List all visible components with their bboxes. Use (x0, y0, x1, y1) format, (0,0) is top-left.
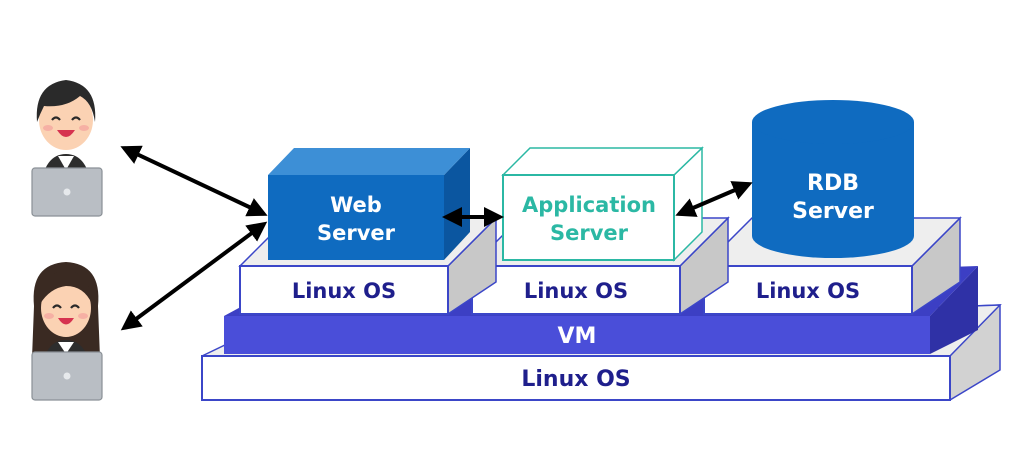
web-server-top (268, 148, 470, 175)
user-2-cheek-left (44, 313, 54, 319)
arrow-user2-web (120, 221, 268, 331)
rdb-server-label-line1: RDB (807, 171, 859, 196)
user-1-cheek-left (43, 125, 53, 131)
app-server-front (502, 174, 675, 261)
guest-os-3-label: Linux OS (756, 279, 860, 303)
user-1-cheek-right (79, 125, 89, 131)
user-1-laptop-logo (63, 188, 71, 196)
guest-os-1-front (239, 265, 449, 315)
guest-os-1-label: Linux OS (292, 279, 396, 303)
host-os-front (201, 355, 951, 401)
app-server-label-line1: Application (522, 193, 656, 217)
user-2-eye-left (52, 304, 62, 309)
web-server-label-line2: Server (317, 221, 396, 245)
vm-label: VM (558, 324, 597, 349)
user-2-collar (58, 342, 74, 354)
user-1-mouth (57, 130, 75, 137)
web-server-front (268, 175, 444, 260)
user-icon (31, 262, 103, 401)
rdb-server-cylinder: RDB Server (752, 100, 914, 258)
guest-os-2-label: Linux OS (524, 279, 628, 303)
user-2-face (41, 279, 91, 337)
arrow-user1-web (120, 145, 268, 217)
app-server-label-line2: Server (550, 221, 629, 245)
user-1-hair (36, 80, 96, 122)
user-icon (31, 80, 103, 217)
rdb-server-label-line2: Server (792, 199, 874, 224)
connections (120, 145, 753, 331)
rdb-server-top (752, 100, 914, 144)
host-os-label: Linux OS (521, 367, 630, 392)
user-2-bangs (40, 270, 92, 304)
web-server-side (444, 148, 470, 260)
app-server-box: Application Server (501, 146, 704, 262)
arrow-app-rdb (675, 181, 753, 217)
rdb-server-body (752, 122, 914, 258)
user-2-eye-right (70, 304, 80, 309)
user-1-eye-right (71, 116, 81, 121)
user-1-collar (58, 156, 74, 170)
vm-front (224, 316, 930, 354)
user-2-mouth (58, 318, 74, 325)
user-2-laptop-logo (63, 372, 71, 380)
user-1-eye-left (51, 116, 61, 121)
app-server-top (501, 147, 704, 176)
web-server-label-line1: Web (330, 193, 382, 217)
vm-side (930, 266, 978, 354)
user-2-cheek-right (78, 313, 88, 319)
web-server-box: Web Server (268, 148, 470, 260)
